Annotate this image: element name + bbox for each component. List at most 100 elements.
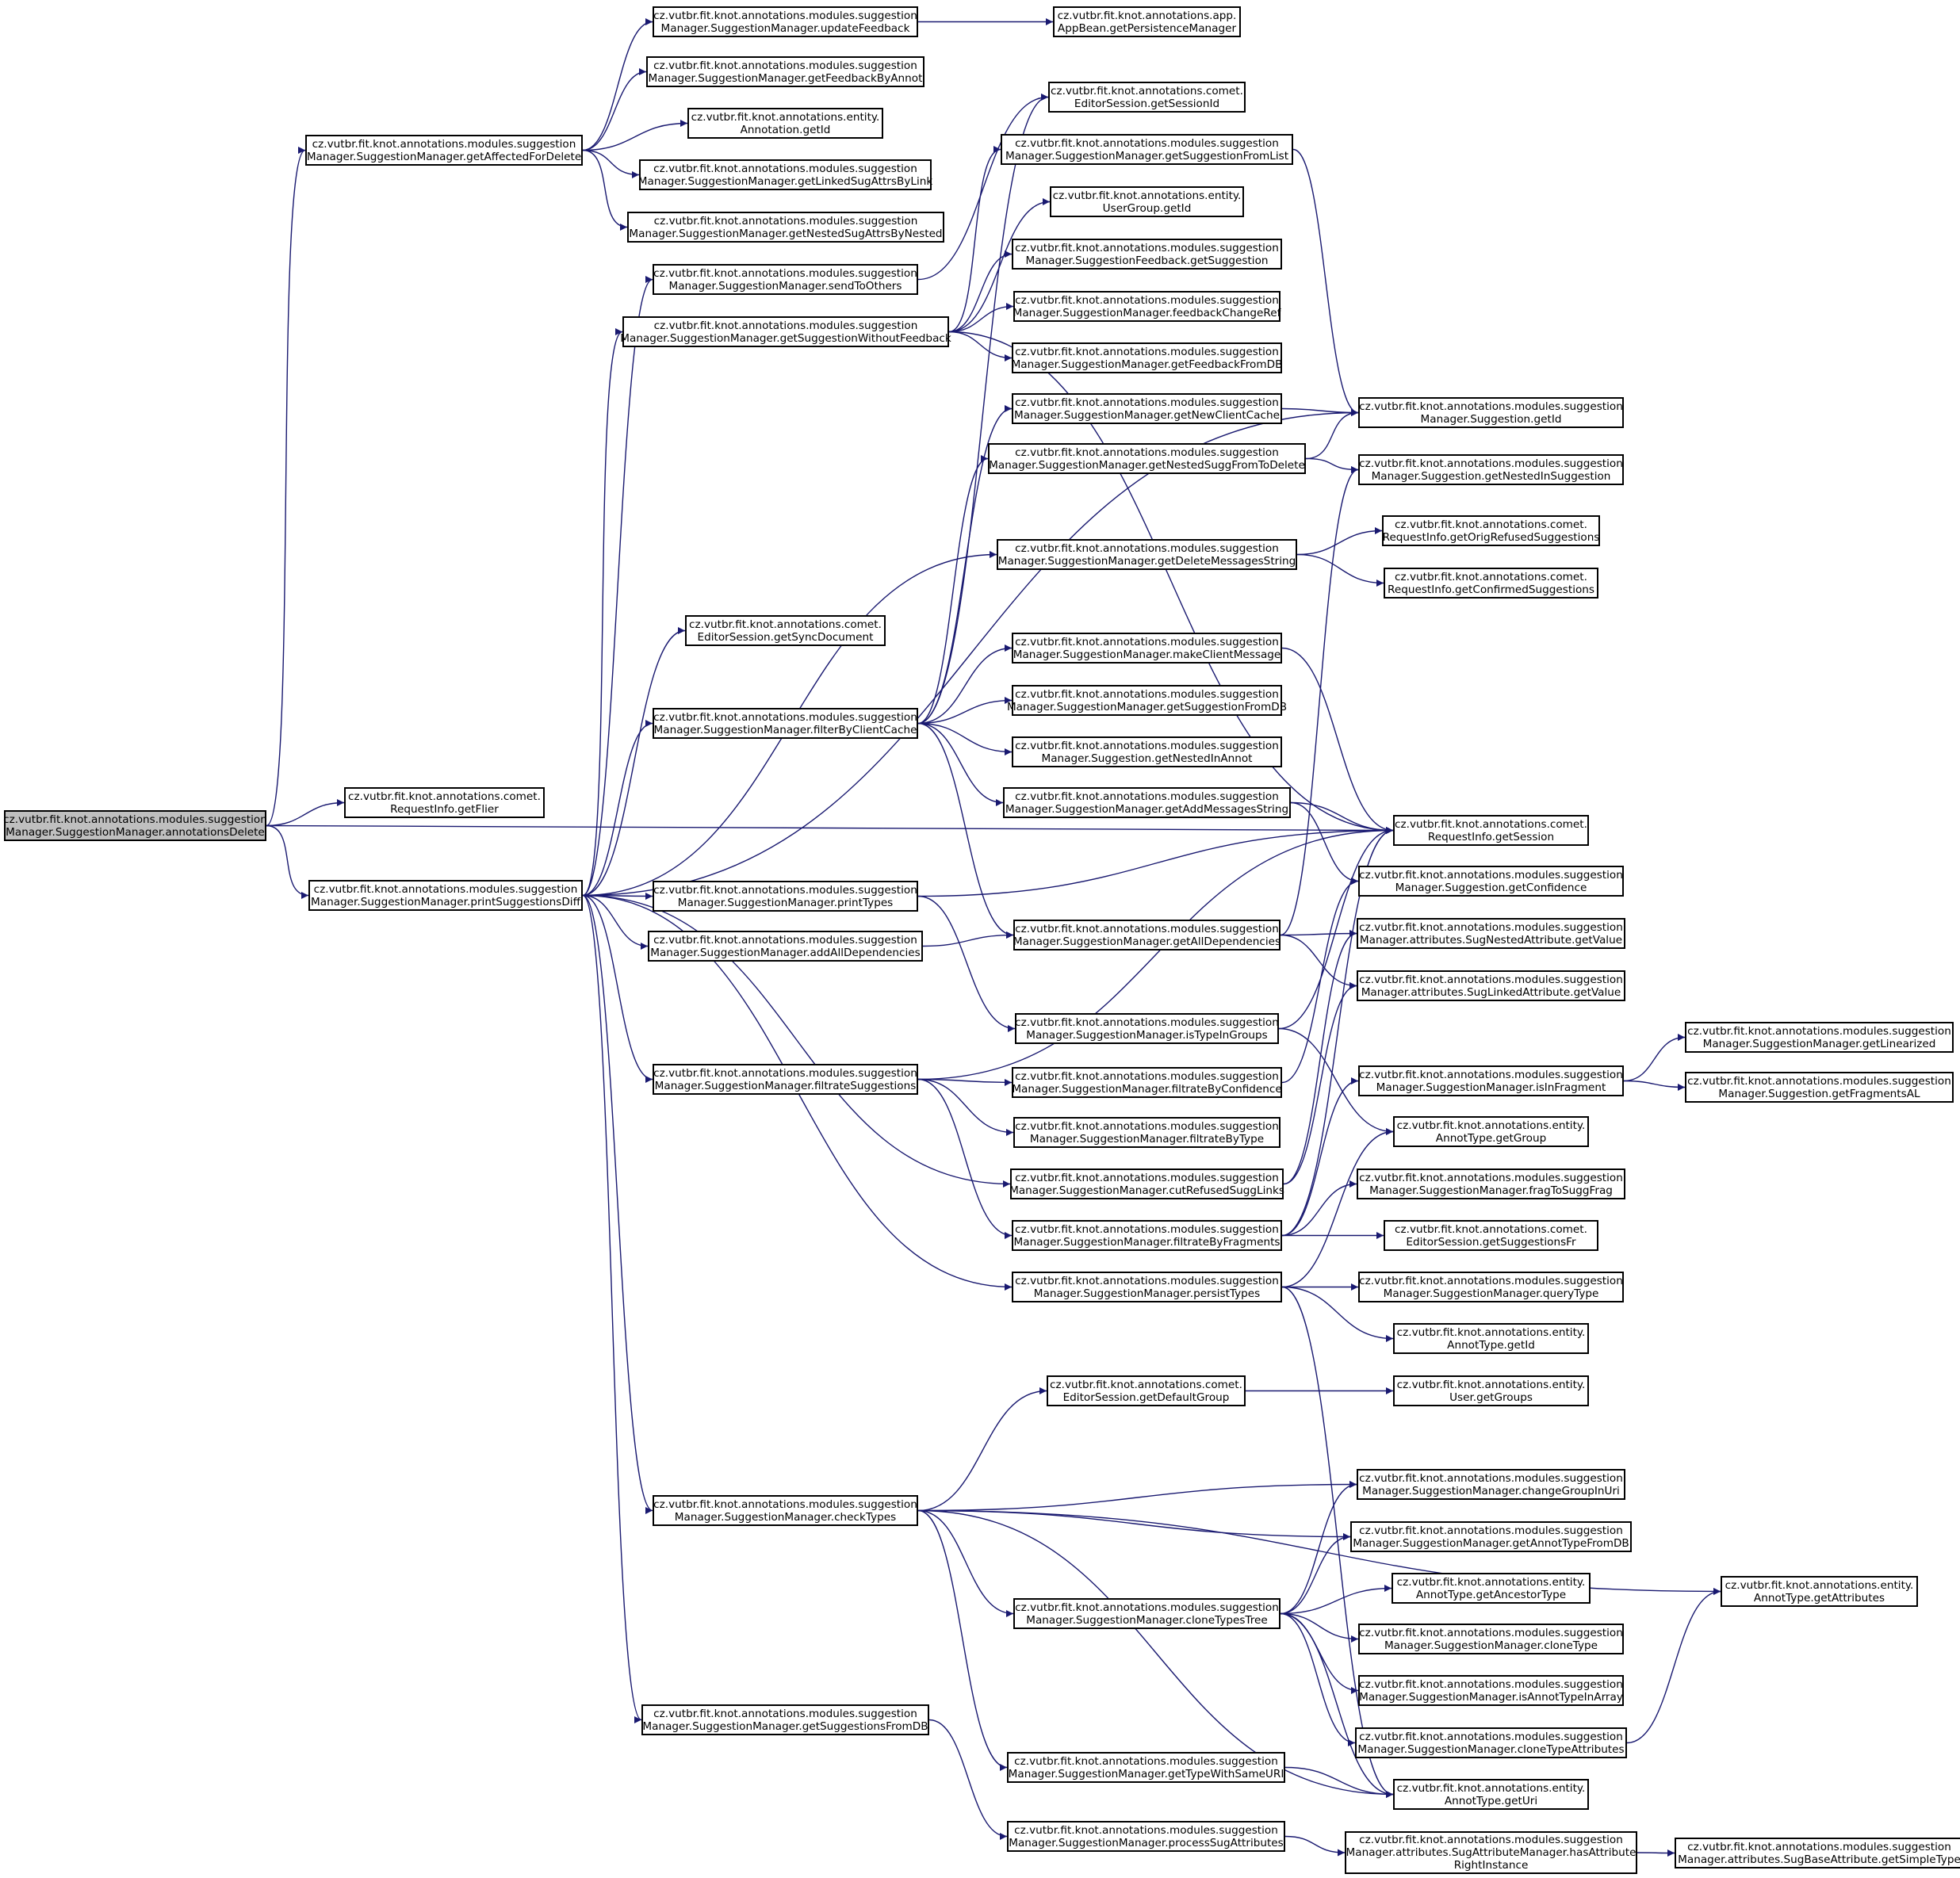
edge-get-add-messages-string-to-get-session	[1290, 801, 1394, 834]
node-is-in-fragment[interactable]: cz.vutbr.fit.knot.annotations.modules.su…	[1358, 1065, 1624, 1096]
node-get-type-with-same-uri[interactable]: cz.vutbr.fit.knot.annotations.modules.su…	[1007, 1752, 1285, 1783]
node-label-line: cz.vutbr.fit.knot.annotations.modules.su…	[312, 137, 576, 151]
node-label-line: cz.vutbr.fit.knot.annotations.modules.su…	[1359, 1834, 1623, 1846]
node-get-nested-sug-attrs-by-nested[interactable]: cz.vutbr.fit.knot.annotations.modules.su…	[627, 212, 944, 243]
node-clone-types-tree[interactable]: cz.vutbr.fit.knot.annotations.modules.su…	[1013, 1598, 1281, 1629]
node-filtrate-by-confidence[interactable]: cz.vutbr.fit.knot.annotations.modules.su…	[1012, 1067, 1282, 1098]
node-annot-type-get-attributes[interactable]: cz.vutbr.fit.knot.annotations.entity.Ann…	[1721, 1576, 1918, 1607]
node-annotation-get-id[interactable]: cz.vutbr.fit.knot.annotations.entity.Ann…	[687, 108, 883, 139]
node-user-group-get-id[interactable]: cz.vutbr.fit.knot.annotations.entity.Use…	[1050, 186, 1244, 217]
edge-check-types-to-annot-type-get-uri	[917, 1509, 1394, 1798]
node-label-line: cz.vutbr.fit.knot.annotations.modules.su…	[1015, 293, 1279, 307]
node-get-suggestion-from-db[interactable]: cz.vutbr.fit.knot.annotations.modules.su…	[1007, 685, 1287, 716]
node-label-line: cz.vutbr.fit.knot.annotations.comet.	[1395, 1222, 1587, 1236]
edge-get-suggestion-without-feedback-to-feedback-get-suggestion	[948, 251, 1013, 333]
node-label-line: cz.vutbr.fit.knot.annotations.modules.su…	[1015, 136, 1279, 150]
node-get-linearized[interactable]: cz.vutbr.fit.knot.annotations.modules.su…	[1685, 1022, 1954, 1053]
node-label-line: Manager.SuggestionManager.getAllDependen…	[1013, 935, 1281, 948]
node-process-sug-attributes[interactable]: cz.vutbr.fit.knot.annotations.modules.su…	[1007, 1821, 1285, 1852]
node-get-all-dependencies[interactable]: cz.vutbr.fit.knot.annotations.modules.su…	[1013, 920, 1281, 950]
node-feedback-get-suggestion[interactable]: cz.vutbr.fit.knot.annotations.modules.su…	[1012, 239, 1282, 270]
node-clone-type-attributes[interactable]: cz.vutbr.fit.knot.annotations.modules.su…	[1355, 1727, 1627, 1758]
node-get-suggestion-without-feedback[interactable]: cz.vutbr.fit.knot.annotations.modules.su…	[620, 316, 951, 347]
node-is-type-in-groups[interactable]: cz.vutbr.fit.knot.annotations.modules.su…	[1015, 1013, 1279, 1044]
node-get-session-id[interactable]: cz.vutbr.fit.knot.annotations.comet.Edit…	[1048, 82, 1246, 113]
node-get-confirmed-suggestions[interactable]: cz.vutbr.fit.knot.annotations.comet.Requ…	[1384, 568, 1598, 599]
node-user-get-groups[interactable]: cz.vutbr.fit.knot.annotations.entity.Use…	[1393, 1375, 1589, 1406]
node-suggestion-get-id[interactable]: cz.vutbr.fit.knot.annotations.modules.su…	[1358, 397, 1624, 428]
node-make-client-message[interactable]: cz.vutbr.fit.knot.annotations.modules.su…	[1012, 633, 1282, 664]
node-get-persistence-manager[interactable]: cz.vutbr.fit.knot.annotations.app.AppBea…	[1053, 6, 1241, 37]
node-send-to-others[interactable]: cz.vutbr.fit.knot.annotations.modules.su…	[653, 264, 918, 295]
node-get-feedback-by-annot[interactable]: cz.vutbr.fit.knot.annotations.modules.su…	[646, 56, 924, 87]
edge-filter-by-client-cache-to-get-add-messages-string	[917, 722, 1004, 806]
node-filter-by-client-cache[interactable]: cz.vutbr.fit.knot.annotations.modules.su…	[653, 708, 918, 739]
node-annot-type-get-group[interactable]: cz.vutbr.fit.knot.annotations.entity.Ann…	[1393, 1116, 1589, 1147]
node-get-feedback-from-db[interactable]: cz.vutbr.fit.knot.annotations.modules.su…	[1012, 342, 1282, 373]
node-get-nested-in-suggestion[interactable]: cz.vutbr.fit.knot.annotations.modules.su…	[1358, 454, 1624, 485]
node-get-orig-refused-suggestions[interactable]: cz.vutbr.fit.knot.annotations.comet.Requ…	[1382, 515, 1600, 546]
edge-filter-by-client-cache-to-get-session-id	[917, 94, 1049, 725]
node-get-affected-for-delete[interactable]: cz.vutbr.fit.knot.annotations.modules.su…	[305, 135, 583, 166]
node-label-line: User.getGroups	[1449, 1390, 1533, 1404]
node-label-line: RequestInfo.getOrigRefusedSuggestions	[1382, 530, 1600, 544]
node-label-line: Manager.SuggestionManager.isTypeInGroups	[1026, 1028, 1268, 1042]
node-get-annot-type-from-db[interactable]: cz.vutbr.fit.knot.annotations.modules.su…	[1350, 1521, 1632, 1552]
node-label-line: cz.vutbr.fit.knot.annotations.modules.su…	[1015, 687, 1279, 701]
node-get-suggestions-from-db[interactable]: cz.vutbr.fit.knot.annotations.modules.su…	[641, 1704, 929, 1735]
node-get-nested-sugg-from-to-delete[interactable]: cz.vutbr.fit.knot.annotations.modules.su…	[988, 443, 1306, 474]
node-label-line: cz.vutbr.fit.knot.annotations.modules.su…	[1359, 973, 1623, 986]
node-get-default-group[interactable]: cz.vutbr.fit.knot.annotations.comet.Edit…	[1047, 1375, 1246, 1406]
node-filtrate-by-fragments[interactable]: cz.vutbr.fit.knot.annotations.modules.su…	[1012, 1220, 1282, 1251]
node-update-feedback[interactable]: cz.vutbr.fit.knot.annotations.modules.su…	[653, 6, 918, 37]
node-get-suggestions-fr[interactable]: cz.vutbr.fit.knot.annotations.comet.Edit…	[1384, 1220, 1598, 1251]
node-filtrate-by-type[interactable]: cz.vutbr.fit.knot.annotations.modules.su…	[1013, 1117, 1281, 1148]
node-add-all-dependencies[interactable]: cz.vutbr.fit.knot.annotations.modules.su…	[648, 931, 923, 962]
node-label-line: Manager.SuggestionManager.getNewClientCa…	[1014, 408, 1280, 422]
node-check-types[interactable]: cz.vutbr.fit.knot.annotations.modules.su…	[653, 1495, 918, 1526]
node-annotations-delete[interactable]: cz.vutbr.fit.knot.annotations.modules.su…	[3, 810, 267, 841]
node-label-line: cz.vutbr.fit.knot.annotations.comet.	[1050, 1378, 1242, 1391]
node-get-add-messages-string[interactable]: cz.vutbr.fit.knot.annotations.modules.su…	[1003, 787, 1291, 818]
node-label-line: cz.vutbr.fit.knot.annotations.modules.su…	[1687, 1074, 1951, 1088]
node-annot-type-get-id[interactable]: cz.vutbr.fit.knot.annotations.entity.Ann…	[1393, 1323, 1589, 1354]
node-cut-refused-sugg-links[interactable]: cz.vutbr.fit.knot.annotations.modules.su…	[1009, 1168, 1284, 1199]
node-label-line: cz.vutbr.fit.knot.annotations.entity.	[1396, 1575, 1586, 1589]
node-get-session[interactable]: cz.vutbr.fit.knot.annotations.comet.Requ…	[1393, 815, 1589, 846]
node-label-line: Manager.SuggestionManager.annotationsDel…	[6, 825, 265, 839]
node-get-ancestor-type[interactable]: cz.vutbr.fit.knot.annotations.entity.Ann…	[1392, 1573, 1591, 1604]
node-get-delete-messages-string[interactable]: cz.vutbr.fit.knot.annotations.modules.su…	[997, 539, 1297, 570]
node-get-linked-sug-attrs-by-link[interactable]: cz.vutbr.fit.knot.annotations.modules.su…	[638, 159, 932, 190]
node-get-sync-document[interactable]: cz.vutbr.fit.knot.annotations.comet.Edit…	[685, 615, 886, 646]
node-get-new-client-cache[interactable]: cz.vutbr.fit.knot.annotations.modules.su…	[1012, 393, 1282, 424]
node-filtrate-suggestions[interactable]: cz.vutbr.fit.knot.annotations.modules.su…	[653, 1064, 918, 1095]
node-get-flier[interactable]: cz.vutbr.fit.knot.annotations.comet.Requ…	[344, 787, 545, 818]
node-get-confidence[interactable]: cz.vutbr.fit.knot.annotations.modules.su…	[1358, 866, 1624, 897]
node-change-group-in-uri[interactable]: cz.vutbr.fit.knot.annotations.modules.su…	[1357, 1469, 1625, 1500]
node-label-line: Manager.SuggestionManager.getAffectedFor…	[306, 150, 582, 163]
edge-filter-by-client-cache-to-make-client-message	[917, 644, 1013, 725]
node-get-simple-type[interactable]: cz.vutbr.fit.knot.annotations.modules.su…	[1675, 1838, 1960, 1868]
node-query-type[interactable]: cz.vutbr.fit.knot.annotations.modules.su…	[1358, 1272, 1624, 1302]
node-sug-linked-get-value[interactable]: cz.vutbr.fit.knot.annotations.modules.su…	[1357, 970, 1625, 1001]
node-annot-type-get-uri[interactable]: cz.vutbr.fit.knot.annotations.entity.Ann…	[1393, 1779, 1589, 1810]
node-has-attribute-right-instance[interactable]: cz.vutbr.fit.knot.annotations.modules.su…	[1345, 1831, 1637, 1874]
node-get-nested-in-annot[interactable]: cz.vutbr.fit.knot.annotations.modules.su…	[1012, 736, 1282, 767]
edge-get-affected-for-delete-to-get-feedback-by-annot	[582, 68, 647, 151]
node-is-annot-type-in-array[interactable]: cz.vutbr.fit.knot.annotations.modules.su…	[1358, 1675, 1624, 1706]
node-get-suggestion-from-list[interactable]: cz.vutbr.fit.knot.annotations.modules.su…	[1001, 134, 1293, 165]
node-frag-to-sugg-frag[interactable]: cz.vutbr.fit.knot.annotations.modules.su…	[1357, 1168, 1625, 1199]
node-persist-types[interactable]: cz.vutbr.fit.knot.annotations.modules.su…	[1012, 1272, 1282, 1302]
node-label-line: cz.vutbr.fit.knot.annotations.comet.	[348, 790, 541, 803]
node-print-suggestions-diff[interactable]: cz.vutbr.fit.knot.annotations.modules.su…	[308, 880, 583, 911]
edge-get-all-dependencies-to-sug-nested-get-value	[1280, 930, 1357, 938]
node-sug-nested-get-value[interactable]: cz.vutbr.fit.knot.annotations.modules.su…	[1357, 918, 1625, 949]
node-get-fragments-al[interactable]: cz.vutbr.fit.knot.annotations.modules.su…	[1685, 1072, 1954, 1103]
edge-filter-by-client-cache-to-get-nested-in-annot	[917, 722, 1013, 755]
node-print-types[interactable]: cz.vutbr.fit.knot.annotations.modules.su…	[653, 881, 918, 912]
edge-process-sug-attributes-to-has-attribute-right-instance	[1284, 1835, 1346, 1857]
node-feedback-change-ref[interactable]: cz.vutbr.fit.knot.annotations.modules.su…	[1013, 291, 1281, 322]
node-clone-type[interactable]: cz.vutbr.fit.knot.annotations.modules.su…	[1358, 1624, 1624, 1654]
node-label-line: cz.vutbr.fit.knot.annotations.modules.su…	[1015, 1015, 1279, 1029]
